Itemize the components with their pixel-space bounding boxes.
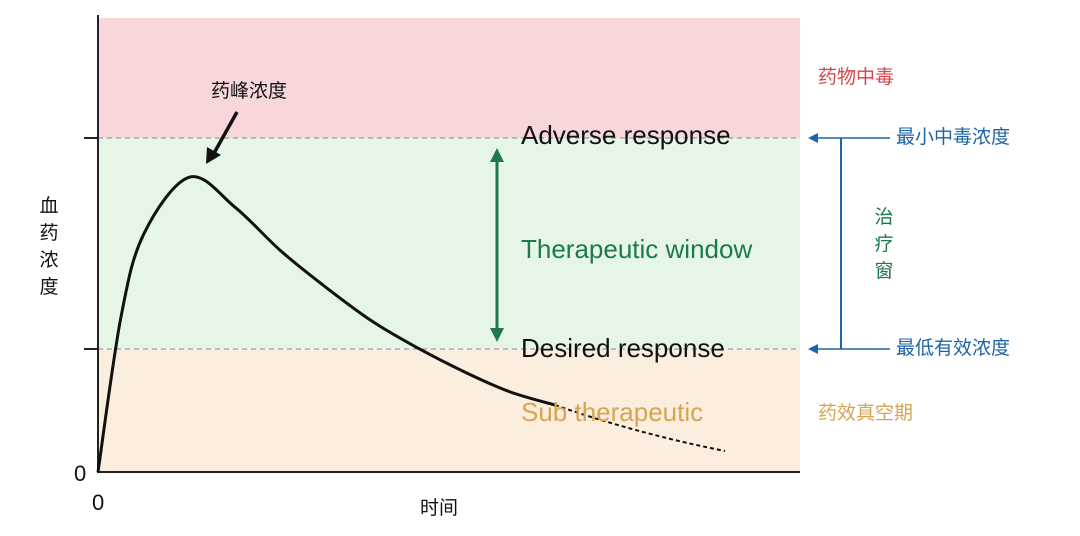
peak-arrowhead: [206, 147, 221, 164]
therapeutic-zone: [98, 138, 800, 349]
subtherapeutic-zone: [98, 349, 800, 471]
y-tick-0: 0: [74, 461, 87, 486]
y-axis-label: 血药浓度: [39, 195, 59, 298]
curve-line: [96, 175, 556, 473]
desired-response-label: Desired response: [521, 333, 725, 363]
curve-dashed-tail: [554, 404, 726, 452]
concentration-curve: [96, 175, 726, 473]
toxic-zone: [98, 18, 800, 138]
subtherapeutic-zone-label: 药效真空期: [818, 402, 914, 424]
sub-therapeutic-label: Sub therapeutic: [521, 397, 704, 427]
x-axis-label: 时间: [420, 497, 459, 519]
x-tick-0: 0: [92, 490, 105, 515]
toxic-zone-label: 药物中毒: [818, 66, 895, 88]
mtc-label: 最小中毒浓度: [896, 126, 1011, 148]
mec-label: 最低有效浓度: [896, 337, 1011, 359]
therapeutic-window-cn-label: 治疗窗: [874, 206, 894, 282]
window-arrowhead-top: [490, 148, 504, 162]
adverse-response-label: Adverse response: [521, 120, 731, 150]
peak-label: 药峰浓度: [211, 80, 288, 102]
window-arrowhead-bottom: [490, 328, 504, 342]
therapeutic-window-label: Therapeutic window: [521, 234, 753, 264]
peak-arrow: [211, 111, 239, 156]
